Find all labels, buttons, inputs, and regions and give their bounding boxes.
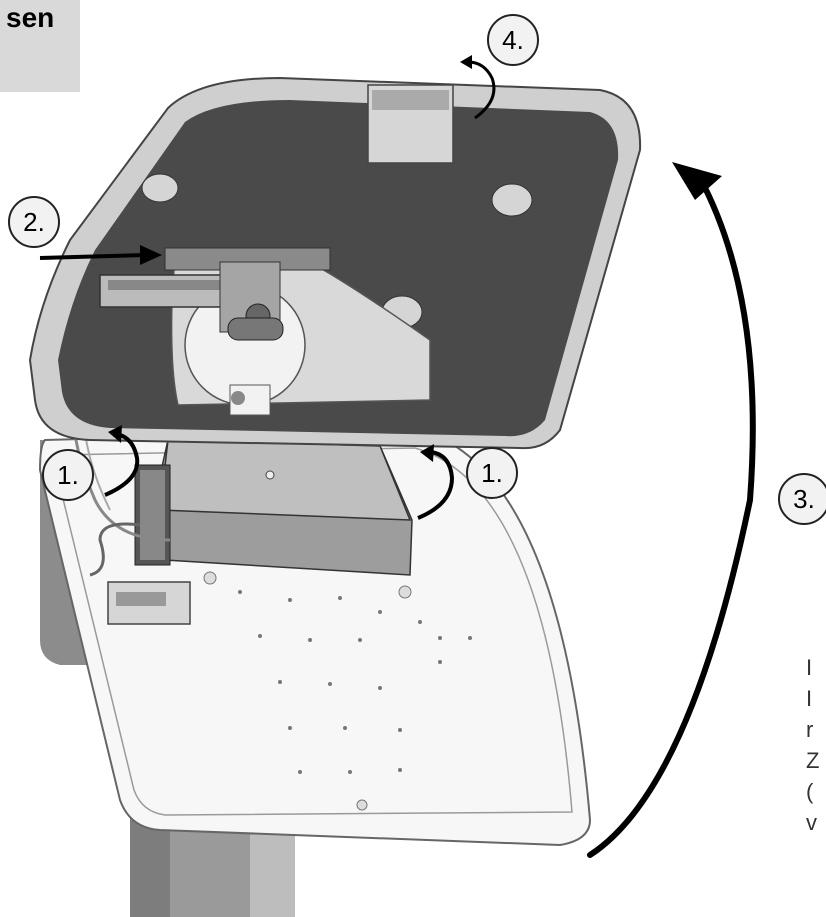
side-text-line: v [806, 810, 817, 835]
side-text-line: ( [806, 779, 814, 804]
step-3-label: 3. [778, 473, 826, 525]
step-2-label: 2. [8, 196, 60, 248]
open-arrow-icon [587, 162, 756, 858]
side-text-line: I [806, 655, 813, 680]
rotate-arrow-icon [417, 444, 455, 520]
side-text-line: Z [806, 748, 820, 773]
mounting-holes [203, 571, 472, 811]
side-text-line: r [806, 717, 814, 742]
rotate-arrow-icon [460, 55, 496, 120]
side-text-line: I [806, 686, 813, 711]
step-1-left-label: 1. [42, 449, 94, 501]
step-4-label: 4. [487, 14, 539, 66]
title-box: sen [0, 0, 80, 92]
title-text: sen [6, 2, 55, 33]
step-1-right-label: 1. [466, 447, 518, 499]
insert-arrow-icon [39, 245, 162, 265]
side-text-column: I I r Z ( v [806, 652, 826, 838]
rotate-arrow-icon [104, 425, 140, 497]
